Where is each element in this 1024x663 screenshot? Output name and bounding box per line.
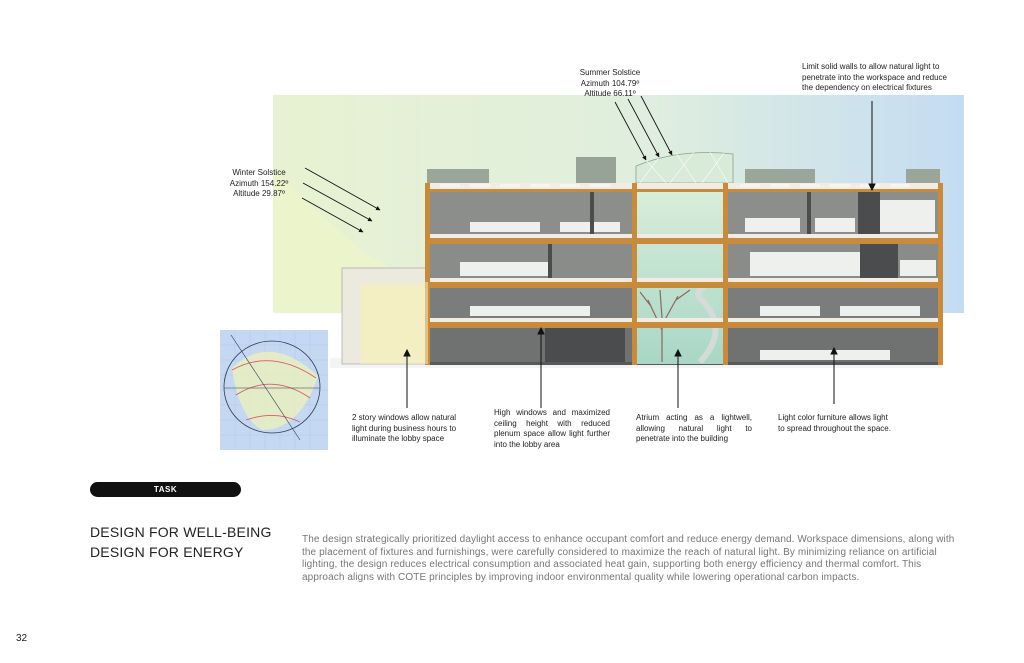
annotation-ceiling: High windows and maximized ceiling heigh… bbox=[494, 408, 610, 449]
heading-line-1: DESIGN FOR WELL-BEING bbox=[90, 524, 272, 540]
rooftop-unit bbox=[745, 169, 815, 183]
two-story-window bbox=[360, 282, 428, 364]
skylight-lattice bbox=[639, 151, 729, 184]
page-number: 32 bbox=[16, 633, 28, 644]
task-pill: TASK bbox=[90, 482, 241, 497]
clerestory-windows bbox=[440, 184, 910, 187]
annotation-walls: Limit solid walls to allow natural light… bbox=[802, 62, 947, 92]
winter-light-wedge bbox=[273, 170, 470, 313]
summer-sun-rays bbox=[614, 95, 673, 161]
summer-altitude: Altitude 66.11º bbox=[584, 89, 636, 98]
annotation-atrium: Atrium acting as a lightwell, allowing n… bbox=[636, 413, 752, 443]
structural-columns bbox=[425, 183, 943, 365]
rooftop-unit bbox=[906, 169, 940, 183]
summer-solstice-label: Summer Solstice Azimuth 104.79º Altitude… bbox=[566, 68, 654, 100]
section-heading: DESIGN FOR WELL-BEING DESIGN FOR ENERGY bbox=[90, 522, 272, 562]
heading-line-2: DESIGN FOR ENERGY bbox=[90, 544, 244, 560]
winter-azimuth: Azimuth 154.22º bbox=[229, 178, 289, 188]
rooftop-unit bbox=[576, 157, 616, 183]
floor-slabs bbox=[425, 183, 942, 328]
interior-partitions bbox=[545, 192, 898, 362]
winter-sun-rays bbox=[301, 167, 381, 233]
sun-path-diagram bbox=[220, 330, 328, 450]
winter-solstice-label: Winter Solstice Azimuth 154.22º Altitude… bbox=[218, 168, 300, 200]
rooftop-unit bbox=[427, 169, 489, 183]
atrium-tree bbox=[639, 289, 691, 362]
callout-leaders bbox=[403, 101, 876, 408]
winter-altitude: Altitude 29.87º bbox=[233, 189, 285, 198]
body-paragraph: The design strategically prioritized day… bbox=[302, 534, 955, 583]
summer-title: Summer Solstice bbox=[579, 68, 641, 77]
summer-azimuth: Azimuth 104.79º bbox=[580, 78, 640, 88]
annotation-windows: 2 story windows allow natural light duri… bbox=[352, 413, 457, 443]
annotation-furniture: Light color furniture allows light to sp… bbox=[778, 413, 891, 433]
winter-title: Winter Solstice bbox=[232, 168, 286, 177]
atrium-skylight bbox=[635, 152, 734, 184]
atrium-lightwell bbox=[637, 186, 723, 364]
